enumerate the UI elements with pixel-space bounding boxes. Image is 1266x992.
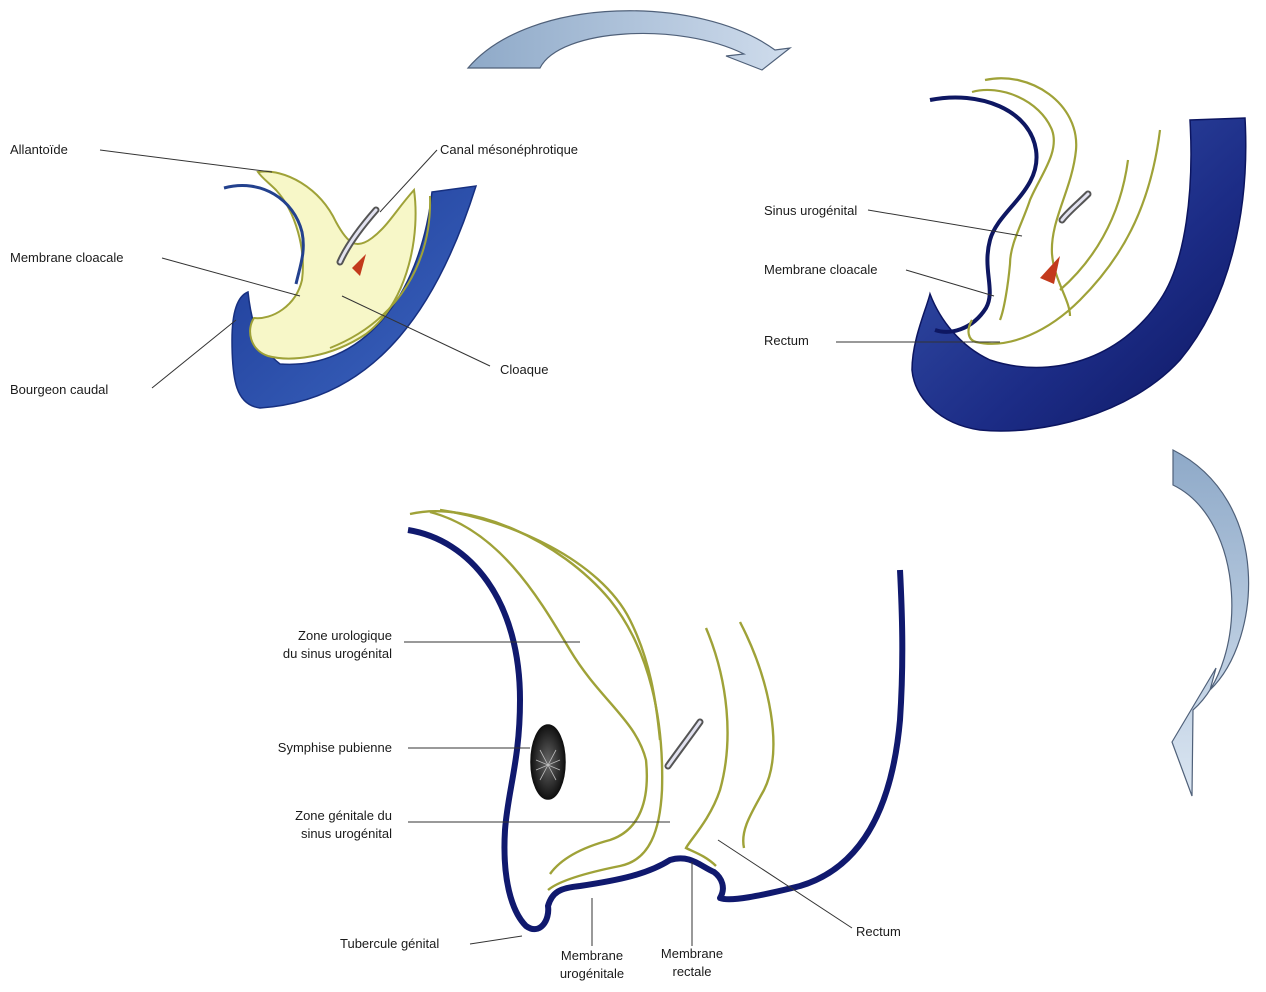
label-symphise-pubienne: Symphise pubienne (278, 740, 392, 755)
label-zone-urologique-2: du sinus urogénital (283, 646, 392, 661)
stage1-embryo (224, 171, 476, 408)
label-sinus-urogenital: Sinus urogénital (764, 203, 857, 218)
label-tubercule-genital: Tubercule génital (340, 936, 439, 951)
label-membrane-urogenitale-1: Membrane (561, 948, 623, 963)
stage3-rectum-lining-2 (740, 622, 773, 848)
label-cloaque: Cloaque (500, 362, 548, 377)
stage3-outer-wall (408, 530, 902, 929)
label-zone-genitale-2: sinus urogénital (301, 826, 392, 841)
label-canal-mesonephrotique: Canal mésonéphrotique (440, 142, 578, 157)
stage2-embryo (912, 78, 1246, 431)
stage3-labels: Zone urologique du sinus urogénital Symp… (278, 628, 901, 981)
stage3-symphysis (531, 725, 565, 799)
stage3-leaders (404, 642, 852, 946)
arrow-stage2-to-stage3 (1172, 450, 1249, 796)
stage2-red-tip (1040, 256, 1060, 284)
label-zone-urologique-1: Zone urologique (298, 628, 392, 643)
label-rectum-2: Rectum (764, 333, 809, 348)
label-membrane-urogenitale-2: urogénitale (560, 966, 624, 981)
stage2-ectoderm (930, 97, 1037, 331)
stage3-rectum-lining-1 (686, 628, 728, 866)
label-membrane-cloacale-2: Membrane cloacale (764, 262, 877, 277)
arrow-stage1-to-stage2 (468, 11, 790, 70)
stage2-body-wall (912, 118, 1246, 431)
label-membrane-rectale-2: rectale (672, 964, 711, 979)
label-bourgeon-caudal: Bourgeon caudal (10, 382, 108, 397)
label-allantoide: Allantoïde (10, 142, 68, 157)
stage3-sinus-lining-inner (430, 512, 647, 874)
label-rectum-3: Rectum (856, 924, 901, 939)
label-membrane-rectale-1: Membrane (661, 946, 723, 961)
stage3-embryo (408, 510, 902, 929)
stage2-labels: Sinus urogénital Membrane cloacale Rectu… (764, 203, 877, 348)
label-membrane-cloacale: Membrane cloacale (10, 250, 123, 265)
stage2-rectum-lining (969, 130, 1160, 344)
label-zone-genitale-1: Zone génitale du (295, 808, 392, 823)
